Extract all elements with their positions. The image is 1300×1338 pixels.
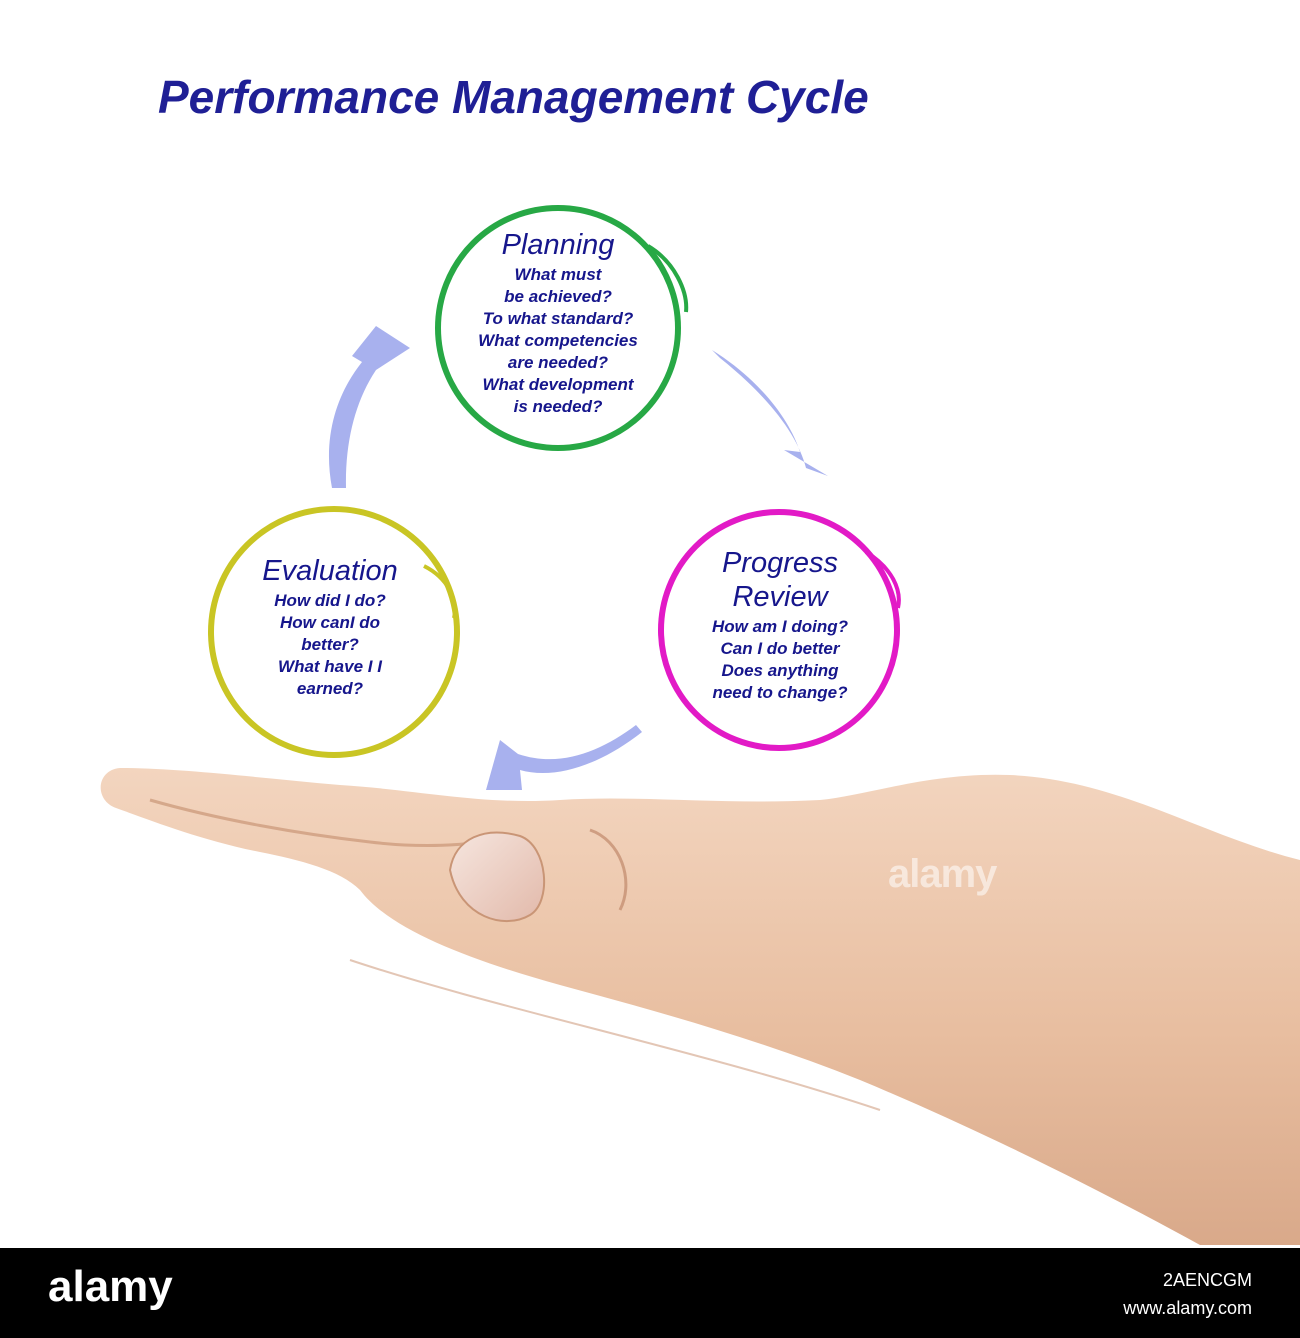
node-line: is needed? [513, 397, 603, 416]
node-line: To what standard? [482, 309, 634, 328]
footer-logo: alamy [48, 1262, 173, 1311]
node-ring-evaluation [208, 506, 460, 758]
node-line: What competencies [478, 331, 638, 350]
node-line: earned? [296, 679, 364, 698]
node-title: Progress Review [721, 547, 839, 613]
footer-url: www.alamy.com [1123, 1298, 1252, 1318]
node-questions: What must be achieved? To what standard?… [438, 264, 678, 418]
arrow-planning-to-progress [712, 350, 828, 476]
node-line: How did I do? [274, 591, 386, 610]
node-planning: Planning What must be achieved? To what … [438, 228, 678, 418]
node-line: Does anything [721, 661, 839, 680]
node-line: are needed? [507, 353, 609, 372]
node-line: What development [482, 375, 634, 394]
node-line: How canI do [279, 613, 381, 632]
node-ring-planning [435, 205, 689, 451]
cycle-diagram [100, 205, 1300, 1245]
footer-bar: alamy 2AENCGM www.alamy.com [0, 1248, 1300, 1338]
arrow-progress-to-evaluation [486, 725, 642, 790]
node-title: Evaluation [262, 555, 398, 587]
node-evaluation: Evaluation How did I do? How canI do bet… [210, 554, 450, 700]
node-line: How am I doing? [712, 617, 848, 636]
watermark-text: alamy [888, 852, 997, 896]
node-line: better? [301, 635, 359, 654]
image-code: 2AENCGM [1162, 1270, 1252, 1290]
arrow-evaluation-to-planning [328, 326, 410, 488]
node-line: Can I do better [720, 639, 840, 658]
node-title: Planning [501, 229, 615, 261]
node-questions: How did I do? How canI do better? What h… [210, 590, 450, 700]
node-ring-progress-review [658, 509, 901, 751]
node-questions: How am I doing? Can I do better Does any… [660, 616, 900, 704]
node-line: need to change? [712, 683, 848, 702]
cycle-arrows [328, 326, 828, 790]
diagram-title: Performance Management Cycle [158, 71, 869, 123]
node-progress-review: Progress Review How am I doing? Can I do… [660, 546, 900, 704]
node-line: be achieved? [504, 287, 612, 306]
node-line: What must [514, 265, 602, 284]
node-line: What have I I [278, 657, 382, 676]
hand-illustration [100, 768, 1300, 1245]
